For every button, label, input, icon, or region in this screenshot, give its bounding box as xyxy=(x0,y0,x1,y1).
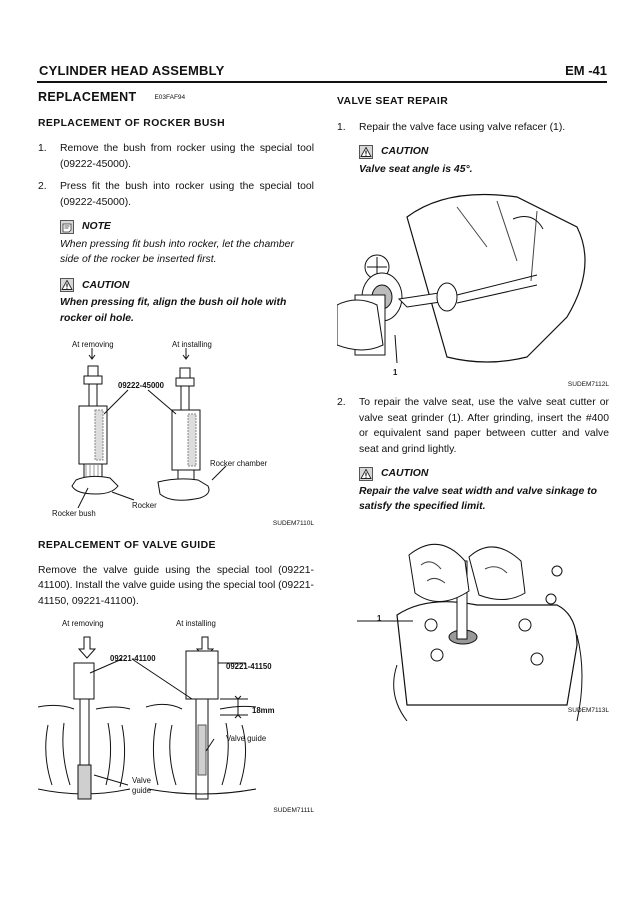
figure-code: SUDEM7110L xyxy=(272,520,314,528)
valve-guide-diagram xyxy=(38,636,257,800)
caution-block-1: CAUTION Valve seat angle is 45°. xyxy=(337,144,609,177)
callout-1: 1 xyxy=(377,613,382,623)
note-block: NOTE When pressing fit bush into rocker,… xyxy=(38,219,314,268)
page-number: EM -41 xyxy=(565,63,607,78)
step-number: 1. xyxy=(38,143,47,155)
caution-text: Valve seat angle is 45°. xyxy=(359,163,473,175)
section-title: REPLACEMENT E03FAF94 xyxy=(38,90,314,106)
page-header-title: CYLINDER HEAD ASSEMBLY xyxy=(39,63,225,78)
rocker-bush-diagram xyxy=(71,348,227,509)
caution-header: CAUTION xyxy=(359,144,609,160)
right-column: VALVE SEAT REPAIR 1. Repair the valve fa… xyxy=(337,90,609,721)
label-valve-guide-left-1: Valve xyxy=(132,776,151,786)
valve-guide-text: Remove the valve guide using the special… xyxy=(38,564,314,607)
seat-step-1: 1. Repair the valve face using valve ref… xyxy=(337,120,609,136)
label-valve-guide-left-2: guide xyxy=(132,786,152,796)
valve-refacer-illustration xyxy=(337,193,586,364)
figure-code-vg: SUDEM7111L xyxy=(273,807,314,815)
valve-seat-cutter-figure: 1 SUDEM7113L xyxy=(337,525,609,721)
tool-09221-41150: 09221-41150 xyxy=(226,662,272,672)
rocker-step-1: 1. Remove the bush from rocker using the… xyxy=(38,141,314,172)
valve-seat-cutter-illustration xyxy=(357,543,583,721)
label-at-removing: At removing xyxy=(72,340,114,350)
valve-seat-repair-title: VALVE SEAT REPAIR xyxy=(337,96,449,107)
caution-block: CAUTION When pressing fit, align the bus… xyxy=(38,278,314,327)
caution-header: CAUTION xyxy=(359,466,609,482)
rocker-step-2: 2. Press fit the bush into rocker using … xyxy=(38,179,314,210)
header-rule xyxy=(37,81,607,83)
valve-refacer-figure: 1 SUDEM7112L xyxy=(337,187,609,388)
label-rocker: Rocker xyxy=(132,501,157,511)
left-column: REPLACEMENT E03FAF94 REPLACEMENT OF ROCKE… xyxy=(38,90,314,815)
note-icon xyxy=(60,219,74,234)
step-text: To repair the valve seat, use the valve … xyxy=(359,397,609,455)
callout-1: 1 xyxy=(393,368,398,377)
warning-icon xyxy=(60,278,74,293)
warning-icon xyxy=(359,466,373,481)
valve-guide-title: REPALCEMENT OF VALVE GUIDE xyxy=(38,540,216,552)
tool-09221-41100: 09221-41100 xyxy=(110,654,156,664)
label-valve-guide-right: Valve guide xyxy=(226,734,267,744)
label-vg-removing: At removing xyxy=(62,619,104,629)
note-header: NOTE xyxy=(60,219,314,235)
caution-label: CAUTION xyxy=(381,468,429,479)
caution-header: CAUTION xyxy=(60,278,314,294)
step-text: Remove the bush from rocker using the sp… xyxy=(60,143,314,170)
step-number: 1. xyxy=(337,121,346,133)
step-number: 2. xyxy=(38,181,47,193)
label-vg-installing: At installing xyxy=(176,619,216,629)
figure-code-refacer: SUDEM7112L xyxy=(567,381,609,388)
caution-text: Repair the valve seat width and valve si… xyxy=(359,485,597,513)
figure-code-cutter: SUDEM7113L xyxy=(567,706,609,714)
label-18mm: 18mm xyxy=(252,706,275,716)
step-text: Press fit the bush into rocker using the… xyxy=(60,181,314,208)
step-text: Repair the valve face using valve reface… xyxy=(359,121,566,133)
caution-label: CAUTION xyxy=(82,279,130,291)
label-rocker-bush: Rocker bush xyxy=(52,509,96,519)
seat-step-2: 2. To repair the valve seat, use the val… xyxy=(337,395,609,457)
label-at-installing: At installing xyxy=(172,340,212,350)
rocker-bush-figure: At removing At installing 09222-45000 Ro… xyxy=(38,334,314,527)
note-text: When pressing fit bush into rocker, let … xyxy=(60,238,294,266)
warning-icon xyxy=(359,144,373,159)
note-label: NOTE xyxy=(82,221,111,233)
valve-guide-figure: At removing At installing 09221-41100 09… xyxy=(38,615,314,815)
section-code: E03FAF94 xyxy=(154,94,186,101)
step-number: 2. xyxy=(337,397,346,408)
section-title-text: REPLACEMENT xyxy=(38,90,137,105)
label-rocker-chamber: Rocker chamber xyxy=(210,459,268,469)
tool-number: 09222-45000 xyxy=(118,381,164,391)
rocker-bush-title: REPLACEMENT OF ROCKER BUSH xyxy=(38,117,226,129)
caution-text: When pressing fit, align the bush oil ho… xyxy=(60,297,287,324)
caution-block-2: CAUTION Repair the valve seat width and … xyxy=(337,466,609,515)
caution-label: CAUTION xyxy=(381,146,429,157)
